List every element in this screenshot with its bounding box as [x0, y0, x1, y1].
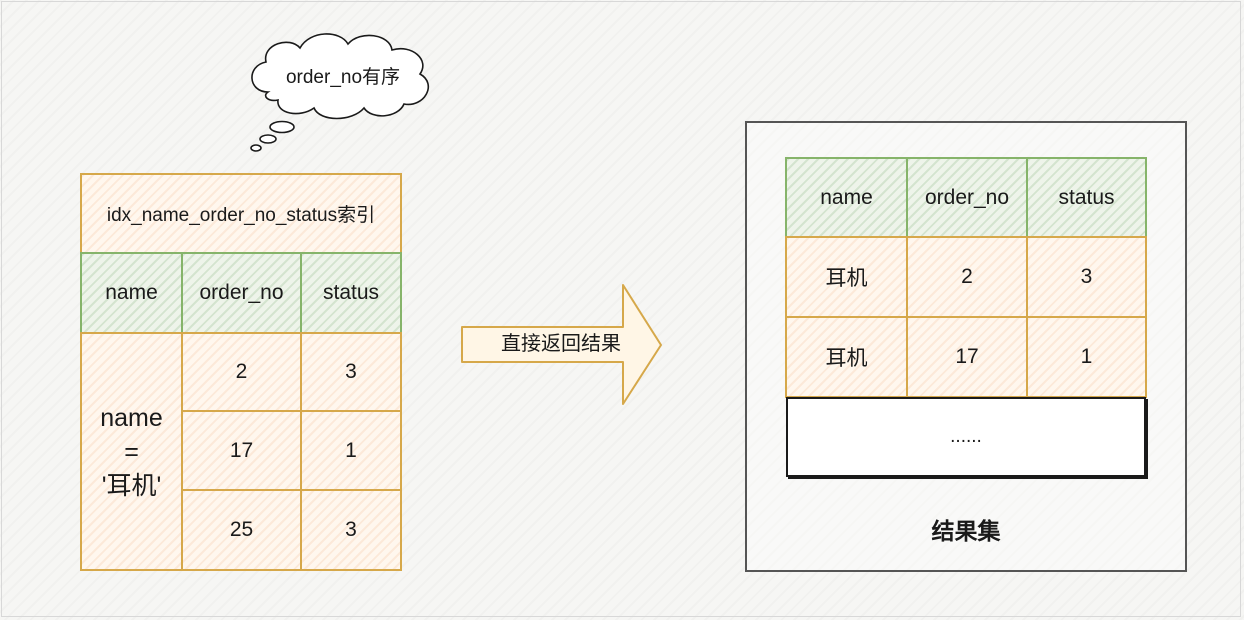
- result-header-name: name: [785, 157, 908, 238]
- table-cell: 25: [229, 518, 254, 541]
- result-ellipsis-row: ......: [786, 397, 1146, 477]
- table-cell: 17: [229, 438, 254, 462]
- index-row-2-status: 1: [300, 410, 402, 491]
- index-header-name: name: [80, 252, 183, 334]
- table-cell: 3: [345, 518, 357, 541]
- table-cell: 耳机: [825, 267, 868, 290]
- index-row-1-order-no: 2: [181, 332, 302, 412]
- result-row-1-order-no: 2: [906, 236, 1028, 318]
- index-header-order-no: order_no: [181, 252, 302, 334]
- result-row-2-name: 耳机: [785, 316, 908, 398]
- table-cell: 1: [345, 438, 357, 462]
- table-cell: 2: [235, 360, 248, 383]
- result-row-2-order-no: 17: [906, 316, 1028, 398]
- name-condition-operator: =: [124, 437, 139, 466]
- thought-bubble-medium: [259, 134, 277, 144]
- cloud-label: order_no有序: [285, 67, 401, 88]
- result-row-2-status: 1: [1026, 316, 1147, 398]
- table-cell: 17: [955, 345, 979, 368]
- index-header-name-label: name: [105, 281, 158, 304]
- result-set-caption: 结果集: [931, 518, 1001, 544]
- table-cell: 耳机: [825, 347, 868, 370]
- index-title-cell: idx_name_order_no_status索引: [80, 173, 402, 254]
- name-condition-field: name: [100, 403, 163, 432]
- index-row-2-order-no: 17: [181, 410, 302, 491]
- result-header-status-label: status: [1058, 185, 1115, 209]
- index-row-3-status: 3: [300, 489, 402, 571]
- result-header-order-no: order_no: [906, 157, 1028, 238]
- ellipsis-text: ......: [950, 426, 982, 447]
- result-row-1-name: 耳机: [785, 236, 908, 318]
- result-header-name-label: name: [820, 185, 873, 209]
- table-cell: 3: [1080, 265, 1093, 288]
- result-header-status: status: [1026, 157, 1147, 238]
- forward-arrow-icon: [461, 284, 662, 405]
- index-row-1-status: 3: [300, 332, 402, 412]
- table-cell: 3: [345, 360, 357, 383]
- index-header-order-no-label: order_no: [199, 281, 284, 304]
- name-condition-value: '耳机': [101, 471, 162, 500]
- table-cell: 2: [961, 265, 973, 288]
- arrow-label: 直接返回结果: [501, 333, 621, 355]
- result-header-order-no-label: order_no: [924, 185, 1010, 209]
- index-title: idx_name_order_no_status索引: [106, 205, 376, 226]
- index-header-status: status: [300, 252, 402, 334]
- index-name-condition-cell: name = '耳机': [80, 332, 183, 571]
- result-row-1-status: 3: [1026, 236, 1147, 318]
- thought-bubble-large: [269, 120, 295, 134]
- index-row-3-order-no: 25: [181, 489, 302, 571]
- thought-cloud: [250, 33, 430, 152]
- thought-bubble-small: [250, 144, 262, 152]
- table-cell: 1: [1080, 345, 1093, 368]
- index-header-status-label: status: [322, 281, 380, 304]
